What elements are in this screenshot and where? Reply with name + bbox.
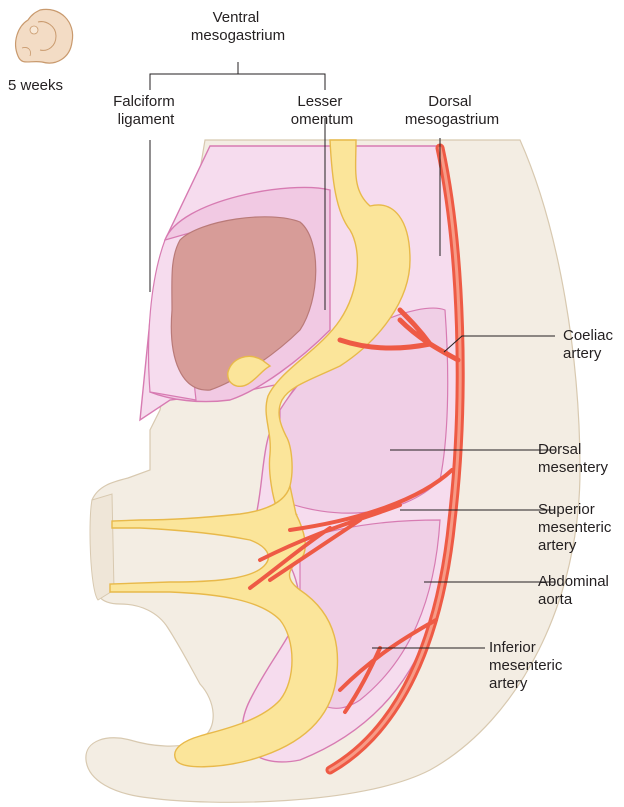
lesser-omentum-label: Lesser omentum xyxy=(291,93,354,128)
inset-age-label: 5 weeks xyxy=(8,77,63,94)
dorsal-mesogastrium-label: Dorsal mesogastrium xyxy=(405,93,499,128)
inferior-mesenteric-artery-label: Inferior mesenteric artery xyxy=(489,639,567,692)
superior-mesenteric-artery-label: Superior mesenteric artery xyxy=(538,501,616,554)
abdominal-aorta-label: Abdominal aorta xyxy=(538,573,613,608)
falciform-ligament-label: Falciform ligament xyxy=(113,93,179,128)
coeliac-artery-label: Coeliac artery xyxy=(563,327,617,362)
ventral-mesogastrium-bracket xyxy=(150,62,325,90)
dorsal-mesentery-label: Dorsal mesentery xyxy=(538,441,609,476)
ventral-mesogastrium-label: Ventral mesogastrium xyxy=(191,9,285,44)
embryo-icon xyxy=(16,9,73,63)
